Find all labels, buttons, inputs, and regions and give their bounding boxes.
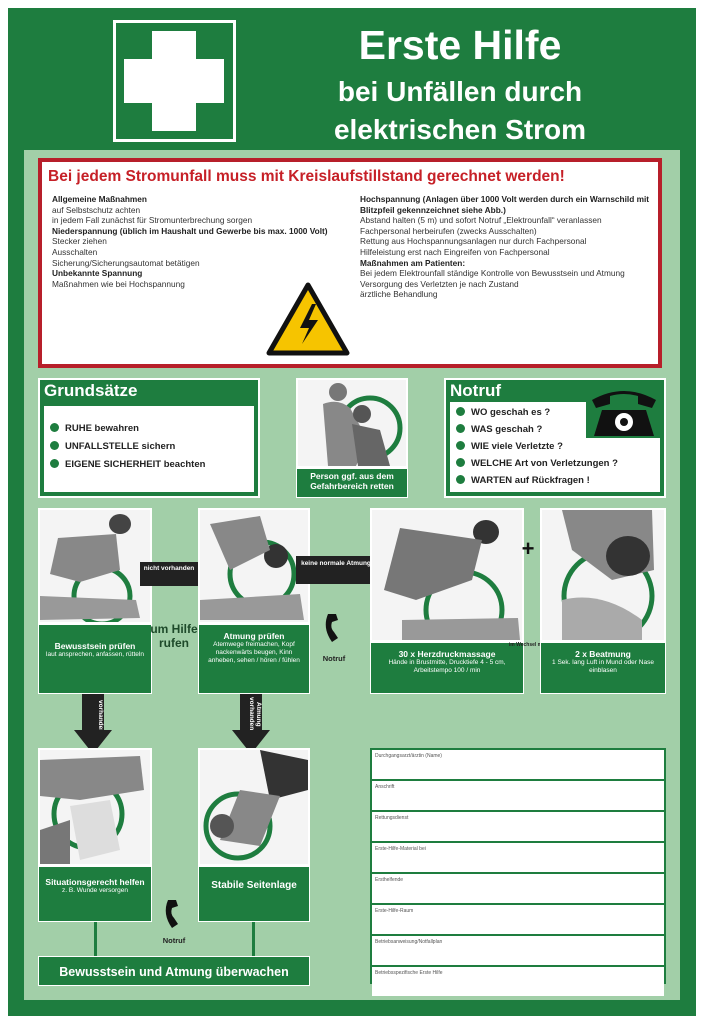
plus-sign: + — [521, 536, 535, 561]
warning-left-column: Allgemeine Maßnahmen auf Selbstschutz ac… — [52, 194, 352, 289]
general-item: in jedem Fall zunächst für Stromunterbre… — [52, 215, 253, 226]
first-aid-cross-icon — [113, 20, 236, 142]
no-normal-breathing-arrow: keine normale Atmung — [296, 556, 376, 584]
bullet-icon — [50, 441, 59, 450]
patient-item: ärztliche Behandlung — [360, 289, 438, 300]
bullet-icon — [50, 423, 59, 432]
page-title: Erste Hilfe — [358, 22, 562, 68]
form-row[interactable]: Ersthelfende — [372, 874, 664, 903]
phone-handset-icon — [165, 900, 178, 928]
principles-box: Grundsätze RUHE bewahren UNFALLSTELLE si… — [38, 378, 260, 498]
not-present-arrow: nicht vorhanden — [140, 562, 198, 586]
list-item: WO geschah es ? — [450, 404, 618, 421]
list-item: WARTEN auf Rückfragen ! — [450, 472, 618, 489]
emergency-label: Notruf — [162, 936, 186, 945]
list-item: WAS geschah ? — [450, 421, 618, 438]
check-breathing-illustration — [198, 508, 310, 624]
list-item: EIGENE SICHERHEIT beachten — [44, 456, 254, 474]
low-voltage-item: Ausschalten — [52, 246, 98, 257]
monitor-banner: Bewusstsein und Atmung überwachen — [38, 956, 310, 986]
bullet-icon — [456, 458, 465, 467]
principles-title: Grundsätze — [44, 381, 138, 400]
rescue-breathing-illustration — [540, 508, 666, 642]
present-down-arrow: vorhanden — [82, 694, 104, 733]
warning-right-column: Hochspannung (Anlagen über 1000 Volt wer… — [360, 194, 656, 300]
situational-help-illustration — [38, 748, 152, 866]
bullet-icon — [456, 407, 465, 416]
high-voltage-title: Hochspannung (Anlagen über 1000 Volt wer… — [360, 194, 650, 215]
general-measures-title: Allgemeine Maßnahmen — [52, 194, 147, 204]
form-row[interactable]: Durchgangsarzt/ärztin (Name) — [372, 750, 664, 779]
form-row[interactable]: Erste-Hilfe-Raum — [372, 905, 664, 934]
low-voltage-title: Niederspannung (üblich im Haushalt und G… — [52, 225, 328, 236]
high-voltage-item: Abstand halten (5 m) und sofort Notruf „… — [360, 215, 602, 226]
general-item: auf Selbstschutz achten — [52, 204, 141, 215]
warning-heading: Bei jedem Stromunfall muss mit Kreislauf… — [48, 168, 565, 185]
form-row[interactable]: Rettungsdienst — [372, 812, 664, 841]
patient-measures-title: Maßnahmen am Patienten: — [360, 257, 466, 268]
high-voltage-item: Fachpersonal herbeirufen (zwecks Ausscha… — [360, 225, 537, 236]
recovery-position-caption: Stabile Seitenlage — [198, 866, 310, 922]
phone-handset-icon — [325, 614, 338, 642]
low-voltage-item: Stecker ziehen — [52, 236, 107, 247]
subtitle-line-1: bei Unfällen durch — [337, 76, 583, 107]
high-voltage-warning-icon — [266, 282, 350, 356]
list-item: UNFALLSTELLE sichern — [44, 438, 254, 456]
emergency-label: Notruf — [322, 654, 346, 663]
high-voltage-item: Hilfeleistung erst nach Eingreifen von F… — [360, 246, 550, 257]
list-item: RUHE bewahren — [44, 420, 254, 438]
patient-item: Versorgung des Verletzten je nach Zustan… — [360, 278, 519, 289]
recovery-position-illustration — [198, 748, 310, 866]
emergency-call-title: Notruf — [450, 381, 501, 400]
down-arrowhead-icon — [74, 730, 112, 754]
form-row[interactable]: Betriebsspezifische Erste Hilfe — [372, 967, 664, 996]
bullet-icon — [456, 475, 465, 484]
low-voltage-item: Sicherung/Sicherungsautomat betätigen — [52, 257, 200, 268]
rescue-caption: Person ggf. aus dem Gefahrbereich retten — [296, 468, 408, 498]
connector-line — [94, 922, 97, 956]
breathing-present-down-arrow: Atmung vorhanden — [240, 694, 262, 732]
rescue-illustration — [296, 378, 408, 468]
list-item: WELCHE Art von Verletzungen ? — [450, 455, 618, 472]
unknown-voltage-item: Maßnahmen wie bei Hochspannung — [52, 278, 185, 289]
form-row[interactable]: Betriebsanweisung/Notfallplan — [372, 936, 664, 965]
call-for-help-label: um Hilfe rufen — [150, 622, 198, 650]
patient-item: Bei jedem Elektrounfall ständige Kontrol… — [360, 268, 625, 279]
chest-compression-illustration — [370, 508, 524, 642]
emergency-questions: WO geschah es ? WAS geschah ? WIE viele … — [450, 404, 618, 489]
bullet-icon — [456, 424, 465, 433]
electric-warning-box: Bei jedem Stromunfall muss mit Kreislauf… — [38, 158, 662, 368]
form-row[interactable]: Erste-Hilfe-Material bei — [372, 843, 664, 872]
high-voltage-item: Rettung aus Hochspannungsanlagen nur dur… — [360, 236, 587, 247]
subtitle-line-2: elektrischen Strom — [333, 114, 587, 145]
down-arrowhead-icon — [232, 730, 270, 754]
telephone-icon — [592, 391, 656, 436]
bullet-icon — [50, 459, 59, 468]
list-item: WIE viele Verletzte ? — [450, 438, 618, 455]
emergency-call-box: Notruf WO geschah es ? WAS geschah ? WIE… — [444, 378, 666, 498]
form-row[interactable]: Anschrift — [372, 781, 664, 810]
bullet-icon — [456, 441, 465, 450]
alternating-label: im Wechsel mit — [508, 642, 546, 648]
check-consciousness-illustration — [38, 508, 152, 624]
unknown-voltage-title: Unbekannte Spannung — [52, 268, 143, 279]
connector-line — [252, 922, 255, 956]
emergency-info-form: Durchgangsarzt/ärztin (Name) Anschrift R… — [370, 748, 666, 996]
